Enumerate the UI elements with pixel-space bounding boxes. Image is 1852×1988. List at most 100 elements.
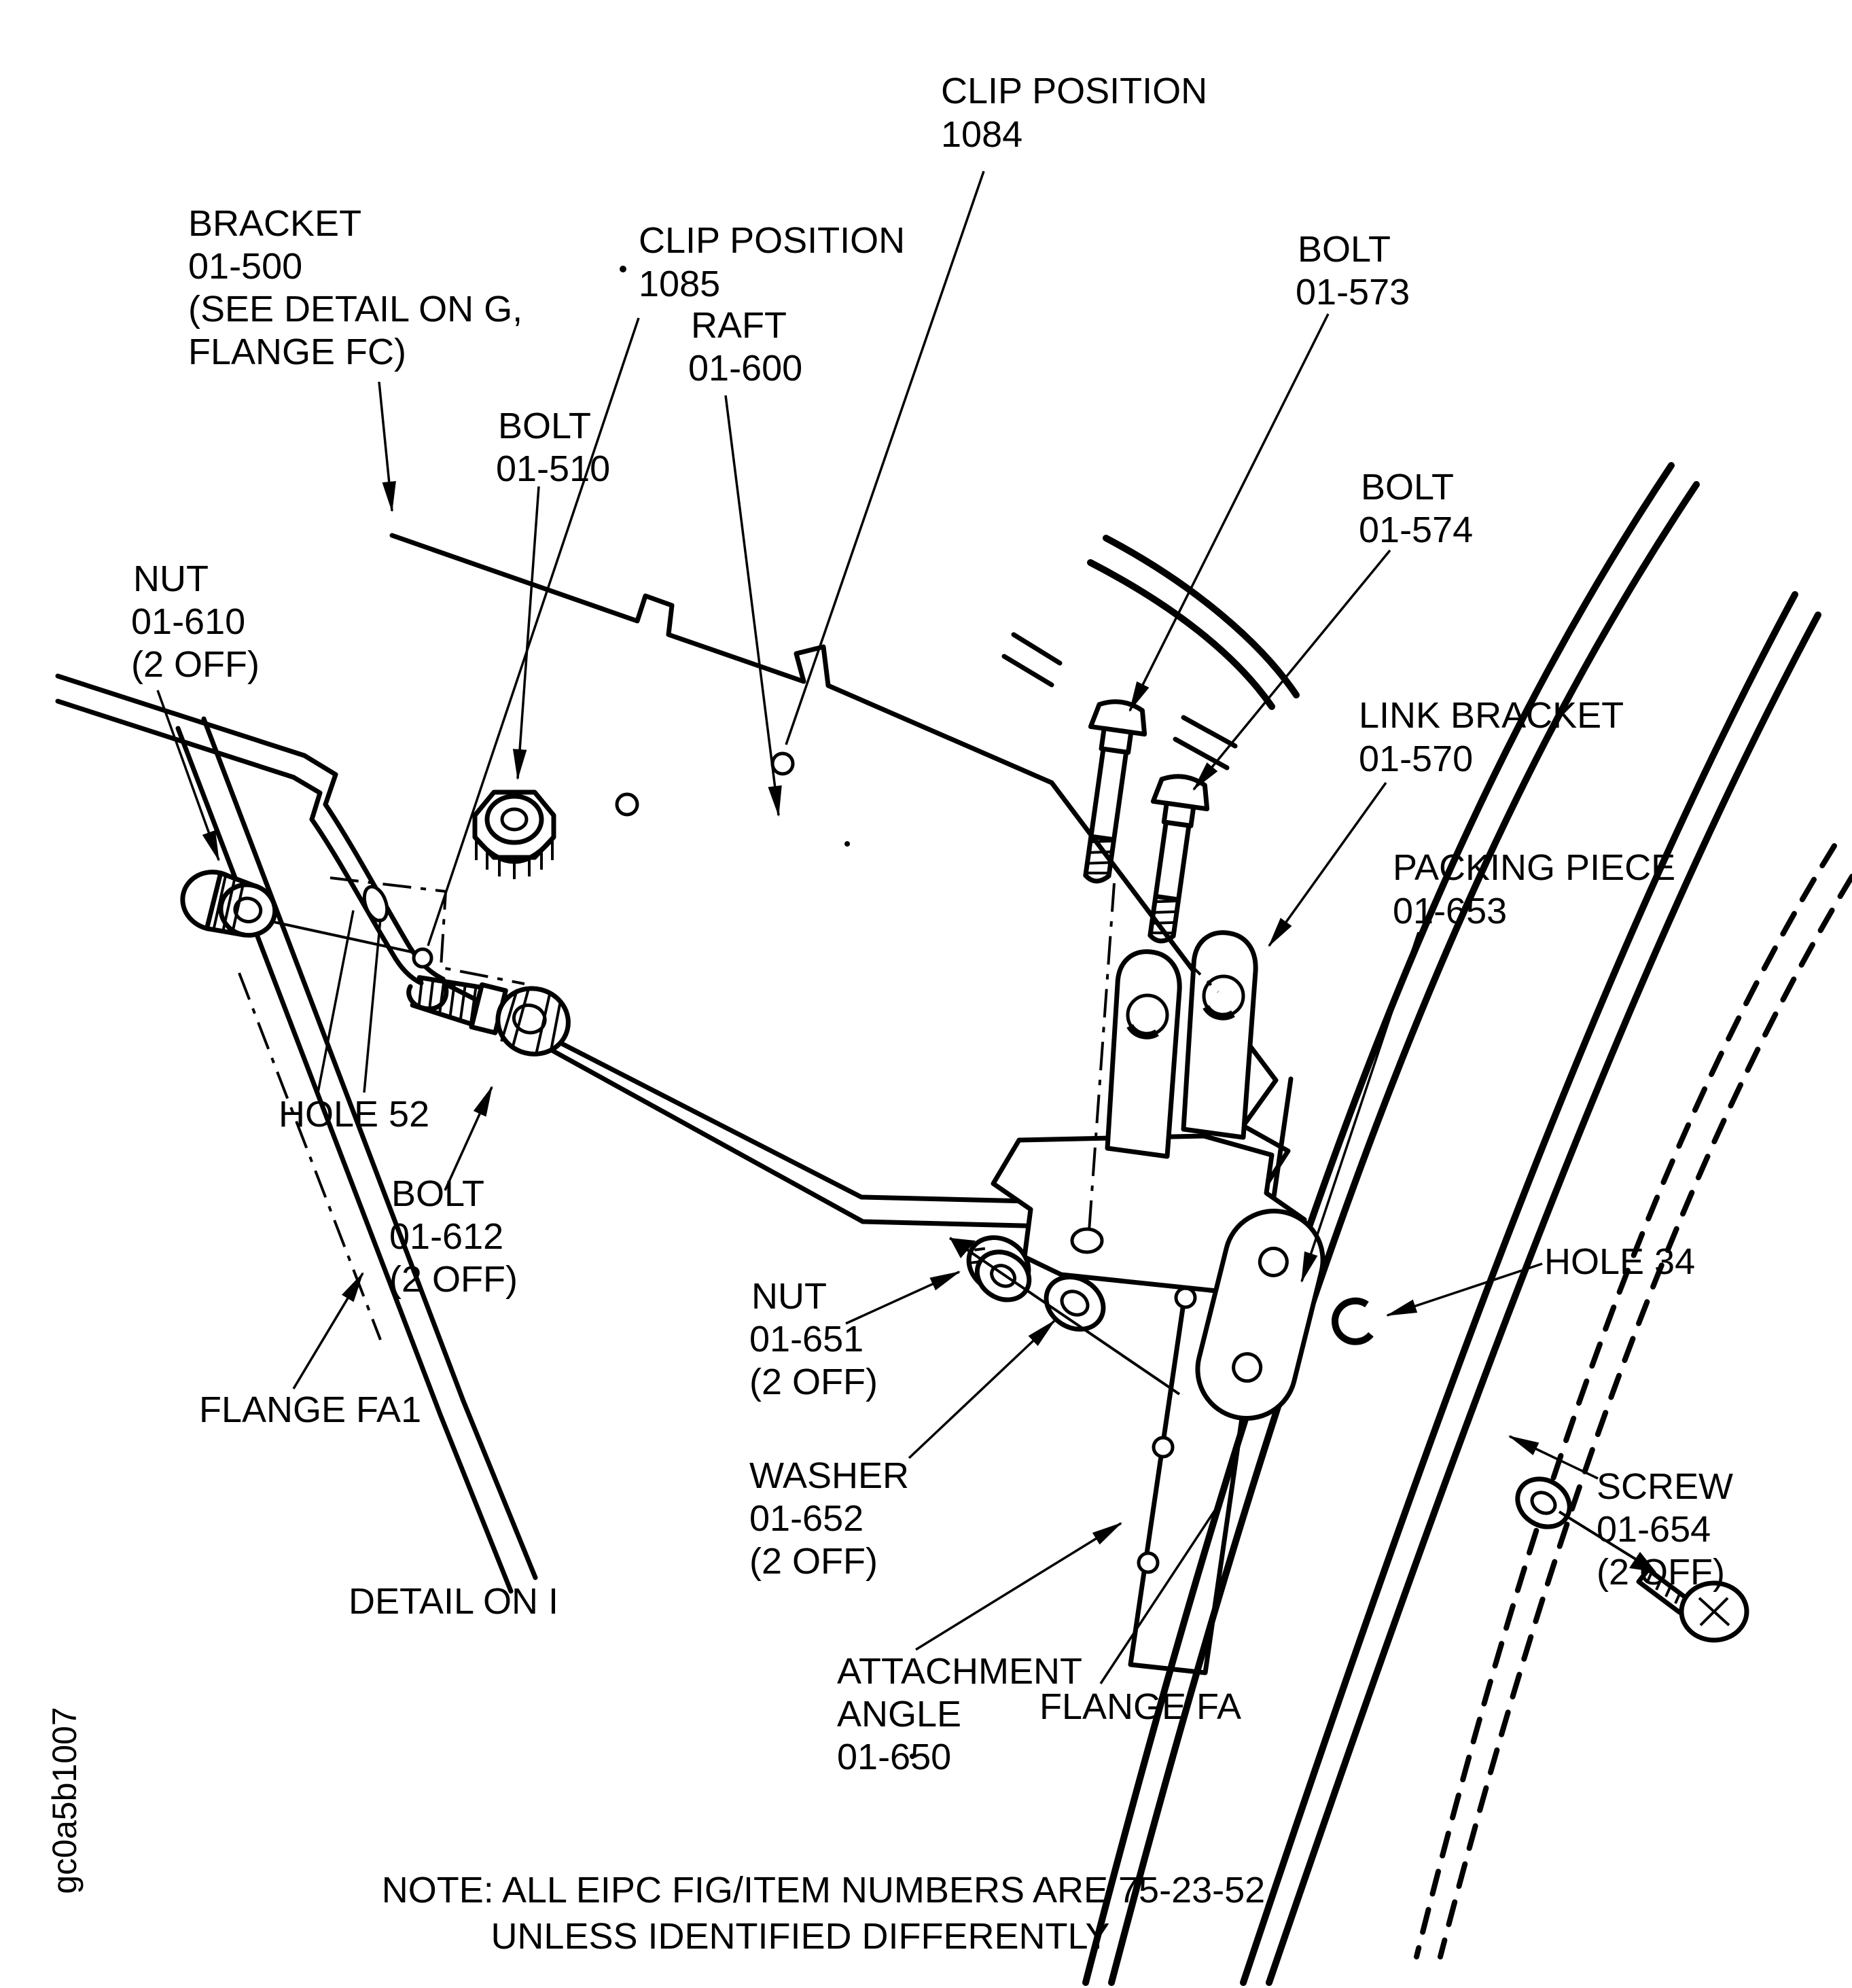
label-line: (2 OFF) (749, 1541, 878, 1582)
flange-fc-curves (1001, 535, 1300, 770)
label-line: RAFT (691, 305, 787, 346)
label-line: (2 OFF) (389, 1259, 518, 1300)
axis-arrow-right (1629, 1552, 1656, 1572)
panel-hole (615, 792, 639, 817)
label-line: 01-574 (1359, 510, 1473, 550)
label-line: FLANGE FA (1039, 1686, 1241, 1727)
screw-654-item (1636, 1567, 1749, 1643)
flange-fa-band (1082, 462, 1852, 1986)
label-line: 1084 (941, 114, 1022, 155)
label-flange-fa: FLANGE FA (1039, 1686, 1241, 1727)
label-line: 01-500 (188, 246, 302, 287)
leader-bolt-01-573 (1128, 313, 1330, 713)
leader-flange-fa (1099, 1499, 1223, 1684)
label-line: HOLE 52 (279, 1094, 429, 1135)
label-line: 01-653 (1393, 891, 1507, 931)
note-line-2: UNLESS IDENTIFIED DIFFERENTLY (491, 1916, 1109, 1957)
label-line: (2 OFF) (131, 644, 260, 685)
label-line: CLIP POSITION (941, 71, 1207, 111)
stray-dot (910, 1754, 915, 1759)
label-line: 1085 (639, 264, 720, 304)
label-line: 01-510 (496, 448, 610, 489)
leader-nut-01-651 (845, 1271, 961, 1325)
washer-right-item (1515, 1476, 1572, 1529)
leader-nut-01-610 (156, 690, 220, 862)
packing-piece-item (1195, 1208, 1325, 1421)
bolt-574-centerline (1179, 953, 1219, 993)
label-line: 01-610 (131, 601, 245, 642)
nut-610-item (180, 870, 278, 938)
leader-bolt-01-612 (444, 1085, 493, 1191)
leader-clip-1085 (427, 317, 640, 946)
hole-34-ring (1332, 1297, 1374, 1345)
bolt-510-item (472, 789, 556, 879)
leader-bolt-01-510 (512, 486, 540, 781)
label-line: 01-570 (1359, 739, 1473, 779)
label-line: 01-651 (749, 1319, 863, 1360)
leader-hole-52-b (363, 918, 382, 1093)
leader-attachment-angle (915, 1522, 1122, 1651)
label-line: (2 OFF) (1597, 1552, 1725, 1593)
label-line: (SEE DETAIL ON G, (188, 289, 522, 330)
label-line: 01-573 (1296, 272, 1410, 313)
label-line: BOLT (391, 1173, 484, 1214)
label-line: BOLT (1298, 229, 1391, 270)
leader-washer-01-652 (908, 1319, 1056, 1459)
label-line: PACKING PIECE (1393, 847, 1675, 888)
label-line: NUT (751, 1276, 827, 1317)
leader-hole-34 (1385, 1262, 1543, 1317)
leader-clip-1084 (785, 171, 985, 745)
label-line: ATTACHMENT (837, 1651, 1082, 1692)
bolt-574-item (1147, 774, 1210, 944)
label-line: ANGLE (837, 1694, 961, 1735)
leader-link-bracket (1268, 781, 1387, 947)
label-line: 01-612 (389, 1216, 503, 1257)
hole-52-slot (362, 885, 389, 923)
leader-bolt-01-574 (1192, 549, 1391, 791)
flange-fa1-band (175, 716, 538, 1594)
clip-hole-1084 (770, 751, 795, 776)
label-line: BOLT (1361, 467, 1454, 508)
label-line: 01-600 (688, 348, 802, 389)
clip-hole-1085 (412, 947, 433, 969)
label-line: WASHER (749, 1455, 909, 1496)
stray-dot-3 (844, 841, 850, 847)
label-line: 01-650 (837, 1737, 951, 1777)
label-line: SCREW (1597, 1466, 1733, 1507)
leader-raft-01-600 (724, 395, 782, 817)
leader-lines (156, 171, 1599, 1684)
bolt-612-item (410, 975, 571, 1057)
stray-dot-2 (620, 266, 626, 272)
leader-hole-52-a (317, 910, 355, 1093)
label-line: DETAIL ON I (349, 1581, 558, 1622)
label-hole-34: HOLE 34 (1544, 1241, 1695, 1282)
label-line: (2 OFF) (749, 1362, 878, 1402)
leader-packing-piece (1300, 931, 1420, 1283)
label-hole-52: HOLE 52 (279, 1094, 429, 1135)
label-line: BOLT (498, 406, 591, 446)
note-line-1: NOTE: ALL EIPC FIG/ITEM NUMBERS ARE 75-2… (382, 1870, 1265, 1911)
figure-code: gc0a5b1007 (46, 1707, 84, 1894)
axis-arrow-left (950, 1238, 976, 1258)
label-line: BRACKET (188, 203, 361, 244)
leader-bracket-01-500 (378, 381, 396, 513)
label-line: FLANGE FA1 (199, 1389, 421, 1430)
link-bracket-lugs (1105, 930, 1258, 1159)
hidden-centerline-bracket (330, 876, 525, 985)
washer-652-item (1044, 1275, 1106, 1332)
